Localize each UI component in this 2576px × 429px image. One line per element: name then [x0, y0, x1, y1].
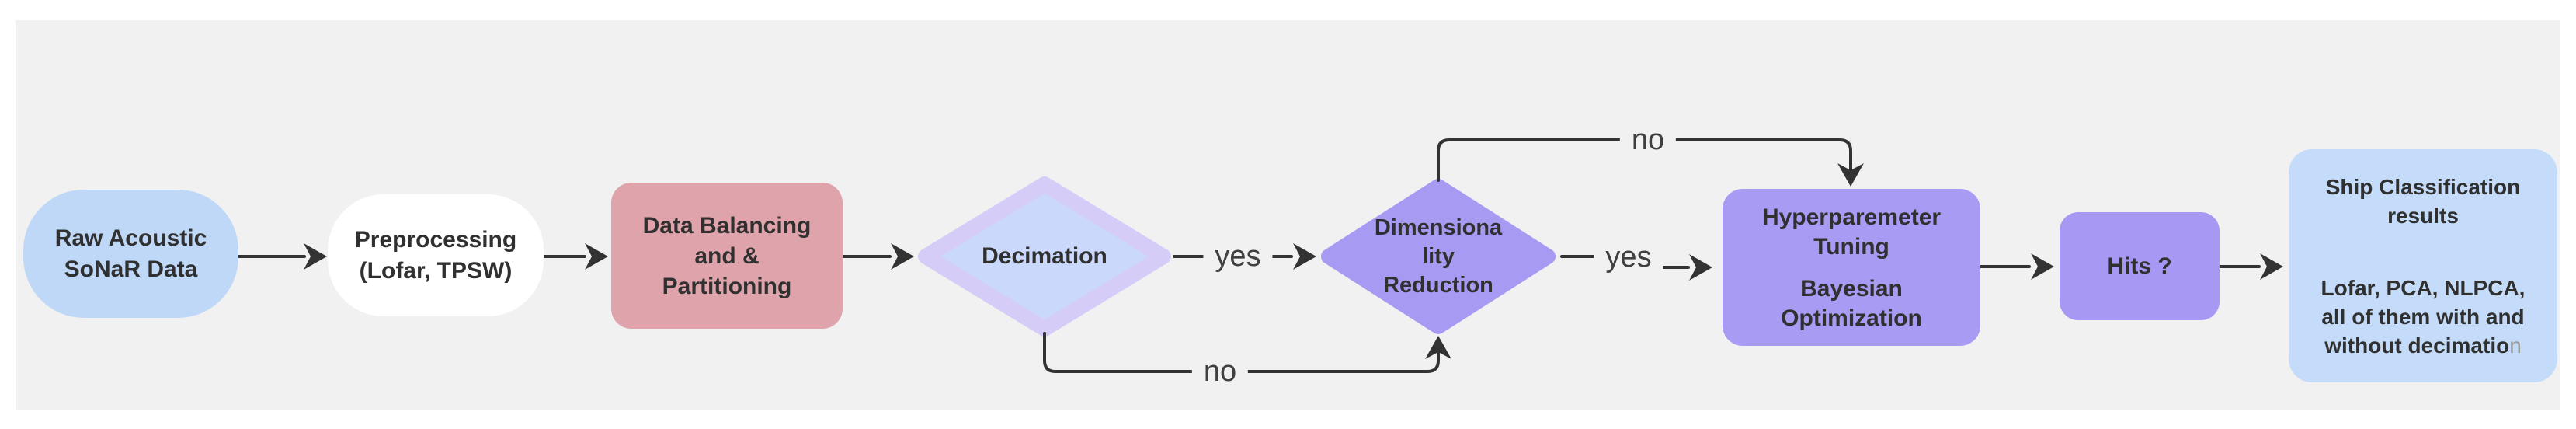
raw-data-line-1: Raw Acoustic	[54, 225, 207, 251]
label-dimensionality-yes: yes	[1594, 240, 1663, 274]
dimensionality-line-3: Reduction	[1383, 272, 1493, 298]
arrowhead-into-preprocessing	[304, 243, 327, 270]
arrowhead-decimation-no-up	[1425, 336, 1451, 359]
label-decimation-no: no	[1191, 354, 1249, 389]
hyperparameter-body-line-2: Optimization	[1781, 305, 1922, 331]
label-dimensionality-no: no	[1619, 123, 1677, 157]
node-ship-classification-results: Ship Classification results Lofar, PCA, …	[2289, 149, 2557, 382]
decimation-text: Decimation	[982, 243, 1107, 269]
decimation-diamond-shape	[918, 176, 1171, 337]
node-raw-acoustic-sonar-data: Raw Acoustic SoNaR Data	[23, 190, 238, 318]
node-data-balancing: Data Balancing and & Partitioning	[611, 183, 843, 329]
arrowhead-into-hits	[2031, 253, 2054, 280]
arrowhead-decimation-yes	[1293, 243, 1316, 270]
node-preprocessing: Preprocessing (Lofar, TPSW)	[328, 194, 544, 316]
ship-body: Lofar, PCA, NLPCA, all of them with and …	[2321, 274, 2526, 360]
arrowhead-into-decimation	[891, 243, 914, 270]
ship-body-tail-faded-n: n	[2509, 333, 2522, 358]
hyperparameter-title: Hyperparemeter Tuning	[1762, 203, 1941, 262]
dimensionality-line-2: lity	[1422, 243, 1455, 269]
node-hits: Hits ?	[2060, 212, 2220, 320]
ship-body-tail: without decimatio	[2324, 333, 2510, 358]
arrowhead-into-ship	[2260, 253, 2283, 280]
ship-body-line-1: Lofar, PCA, NLPCA,	[2320, 276, 2526, 300]
arrowhead-dimensionality-yes	[1689, 254, 1712, 281]
balancing-line-1: Data Balancing	[642, 212, 812, 239]
balancing-line-2: and &	[694, 242, 760, 269]
preprocessing-line-1: Preprocessing	[354, 226, 517, 253]
ship-body-line-3: without decimation	[2321, 331, 2526, 360]
hyperparameter-body: Bayesian Optimization	[1781, 274, 1922, 333]
ship-title-line-1: Ship Classification	[2325, 175, 2521, 199]
ship-title: Ship Classification results	[2326, 173, 2521, 230]
ship-body-line-2: all of them with and	[2321, 305, 2525, 329]
hits-text: Hits ?	[2107, 253, 2172, 279]
balancing-line-3: Partitioning	[662, 273, 792, 299]
node-decimation-label: Decimation	[928, 233, 1161, 280]
arrowhead-into-balancing	[585, 243, 608, 270]
arrowheads	[304, 163, 2283, 359]
preprocessing-line-2: (Lofar, TPSW)	[359, 257, 513, 284]
node-hyperparameter-tuning: Hyperparemeter Tuning Bayesian Optimizat…	[1723, 189, 1980, 346]
hyperparameter-title-line-1: Hyperparemeter	[1761, 204, 1942, 230]
hyperparameter-title-line-2: Tuning	[1813, 234, 1889, 260]
label-decimation-yes: yes	[1203, 239, 1273, 274]
node-dimensionality-reduction-label: Dimensiona lity Reduction	[1361, 211, 1516, 302]
arrowhead-dimensionality-no-down	[1837, 163, 1864, 187]
hyperparameter-body-line-1: Bayesian	[1800, 276, 1903, 302]
ship-title-line-2: results	[2387, 204, 2459, 228]
raw-data-line-2: SoNaR Data	[64, 256, 198, 282]
dimensionality-line-1: Dimensiona	[1374, 214, 1503, 240]
dimensionality-diamond-shape	[1321, 179, 1556, 334]
